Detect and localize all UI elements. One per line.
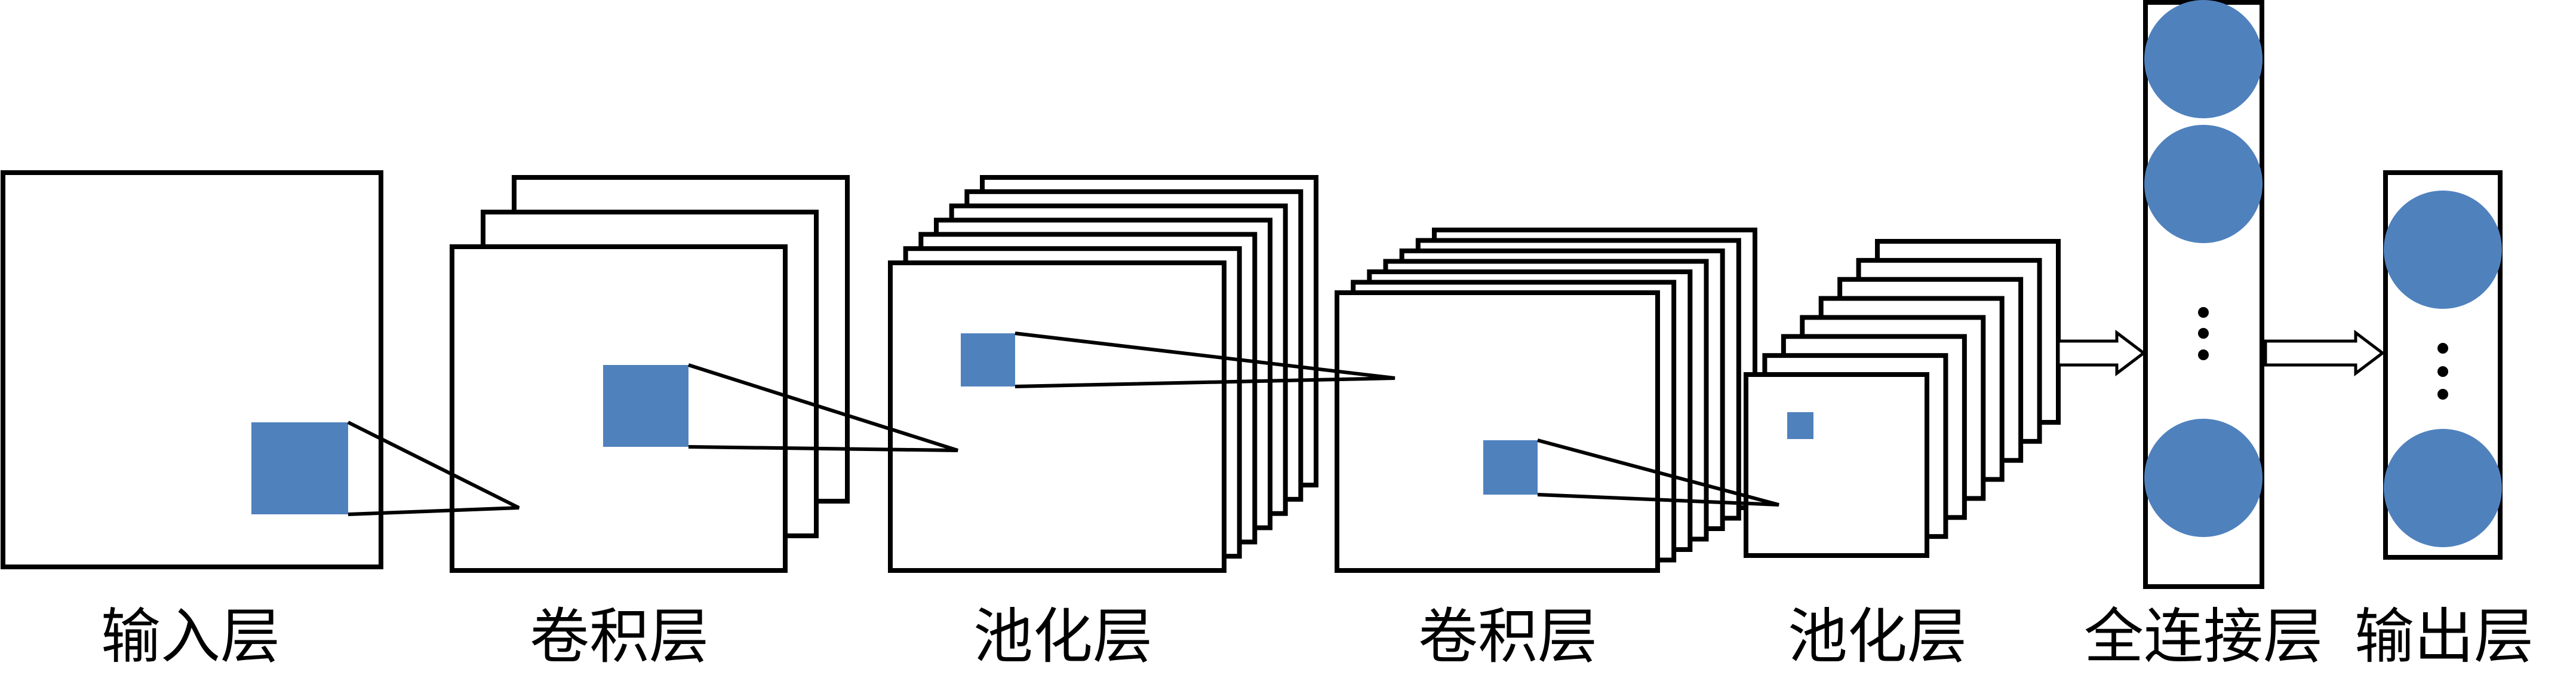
label-pool-layer-1: 池化层 [973, 602, 1152, 671]
output-neuron [2384, 191, 2502, 309]
fc-neuron [2144, 419, 2263, 537]
ellipsis-dot [2198, 349, 2209, 360]
conv2-receptive-field [1483, 440, 1538, 495]
label-output-layer: 输出层 [2354, 602, 2534, 671]
ellipsis-dot [2437, 389, 2448, 400]
ellipsis-dot [2437, 343, 2448, 354]
fc-neuron [2144, 125, 2263, 243]
pool1-receptive-field [961, 333, 1015, 386]
label-input-layer: 输入层 [101, 602, 280, 671]
ellipsis-dot [2198, 307, 2209, 318]
label-conv-layer-2: 卷积层 [1418, 602, 1597, 671]
pool1-to-conv2-connector [1015, 332, 1395, 388]
pool1-layer-feature-map [888, 260, 1226, 573]
label-fully-connected-layer: 全连接层 [2084, 602, 2323, 671]
label-conv-layer-1: 卷积层 [530, 602, 709, 671]
arrow-right-icon [2057, 329, 2147, 377]
conv2-to-pool2-connector [1537, 438, 1779, 507]
conv2-layer-feature-map [1335, 290, 1660, 573]
arrow-right-icon [2264, 329, 2386, 377]
conv1-receptive-field [603, 365, 688, 447]
output-neuron [2384, 429, 2502, 547]
fc-neuron [2144, 0, 2263, 118]
pool2-layer-feature-map [1744, 372, 1929, 558]
input-to-conv1-connector [347, 421, 520, 516]
ellipsis-dot [2437, 366, 2448, 377]
input-receptive-field [251, 422, 348, 514]
pool2-receptive-field [1787, 412, 1813, 439]
ellipsis-dot [2198, 328, 2209, 339]
label-pool-layer-2: 池化层 [1788, 602, 1967, 671]
conv1-to-pool1-connector [688, 363, 958, 452]
